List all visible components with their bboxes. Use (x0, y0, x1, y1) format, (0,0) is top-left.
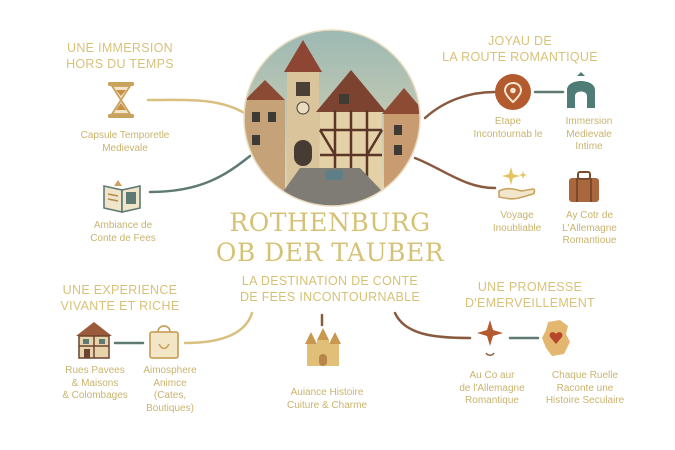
storybook-icon (103, 180, 141, 213)
half-timbered-house-icon (76, 322, 112, 359)
item-atmosphere-label: Aimosphere Animce (Cates, Boutiques) (143, 365, 197, 414)
item-ruelle-label: Chaque Ruelle Raconte une Histoire Secul… (545, 370, 625, 406)
item-au-co-label: Au Co aur de l'Allemagne Romantique (459, 370, 525, 406)
shopping-bag-icon (149, 325, 179, 359)
connector-capsule (146, 98, 248, 116)
item-voyage-label: Voyage Inoubliable (492, 210, 542, 234)
germany-heart-icon (542, 320, 570, 356)
sparkle-hand-icon (498, 167, 536, 200)
section-heading-promesse: UNE PROMESSE D'EMERVEILLEMENT (465, 280, 595, 310)
connector-au-co (393, 311, 472, 340)
hourglass-icon (108, 82, 134, 118)
section-heading-joyau: JOYAU DE LA ROUTE ROMANTIQUE (442, 34, 598, 64)
connector-atmosphere (183, 311, 254, 345)
connector-etape (423, 90, 497, 120)
connector-lines (113, 90, 565, 345)
item-coeur-label: Ay Cotr de L'Allemagne Romantioue (562, 210, 617, 246)
item-alliance-label: Auiance Histoire Cuiture & Charme (286, 387, 368, 411)
item-ambiance-label: Ambiance de Conte de Fees (90, 220, 156, 244)
connector-voyage (413, 156, 497, 190)
section-heading-experience: UNE EXPERIENCE VIVANTE ET RICHE (60, 283, 180, 313)
item-etape-label: Etape Incontournab le (473, 116, 543, 140)
map-pin-icon (495, 74, 531, 110)
rothenburg-town-illustration (243, 29, 421, 207)
suitcase-icon (569, 171, 599, 202)
item-immersion-medievale-label: Immersion Medievale Intime (565, 116, 613, 152)
page-subtitle: LA DESTINATION DE CONTE DE FEES INCONTOU… (239, 274, 420, 304)
compass-star-icon (477, 320, 503, 356)
arch-icon (567, 72, 595, 108)
connector-ambiance (148, 154, 252, 194)
item-rues-label: Rues Pavees & Maisons & Colombages (62, 365, 128, 401)
page-title: ROTHENBURG OB DER TAUBER (215, 208, 445, 267)
item-capsule-label: Capsule Temporetle Medievale (80, 130, 170, 154)
castle-icon (305, 328, 341, 366)
section-heading-immersion: UNE IMMERSION HORS DU TEMPS (66, 41, 174, 71)
